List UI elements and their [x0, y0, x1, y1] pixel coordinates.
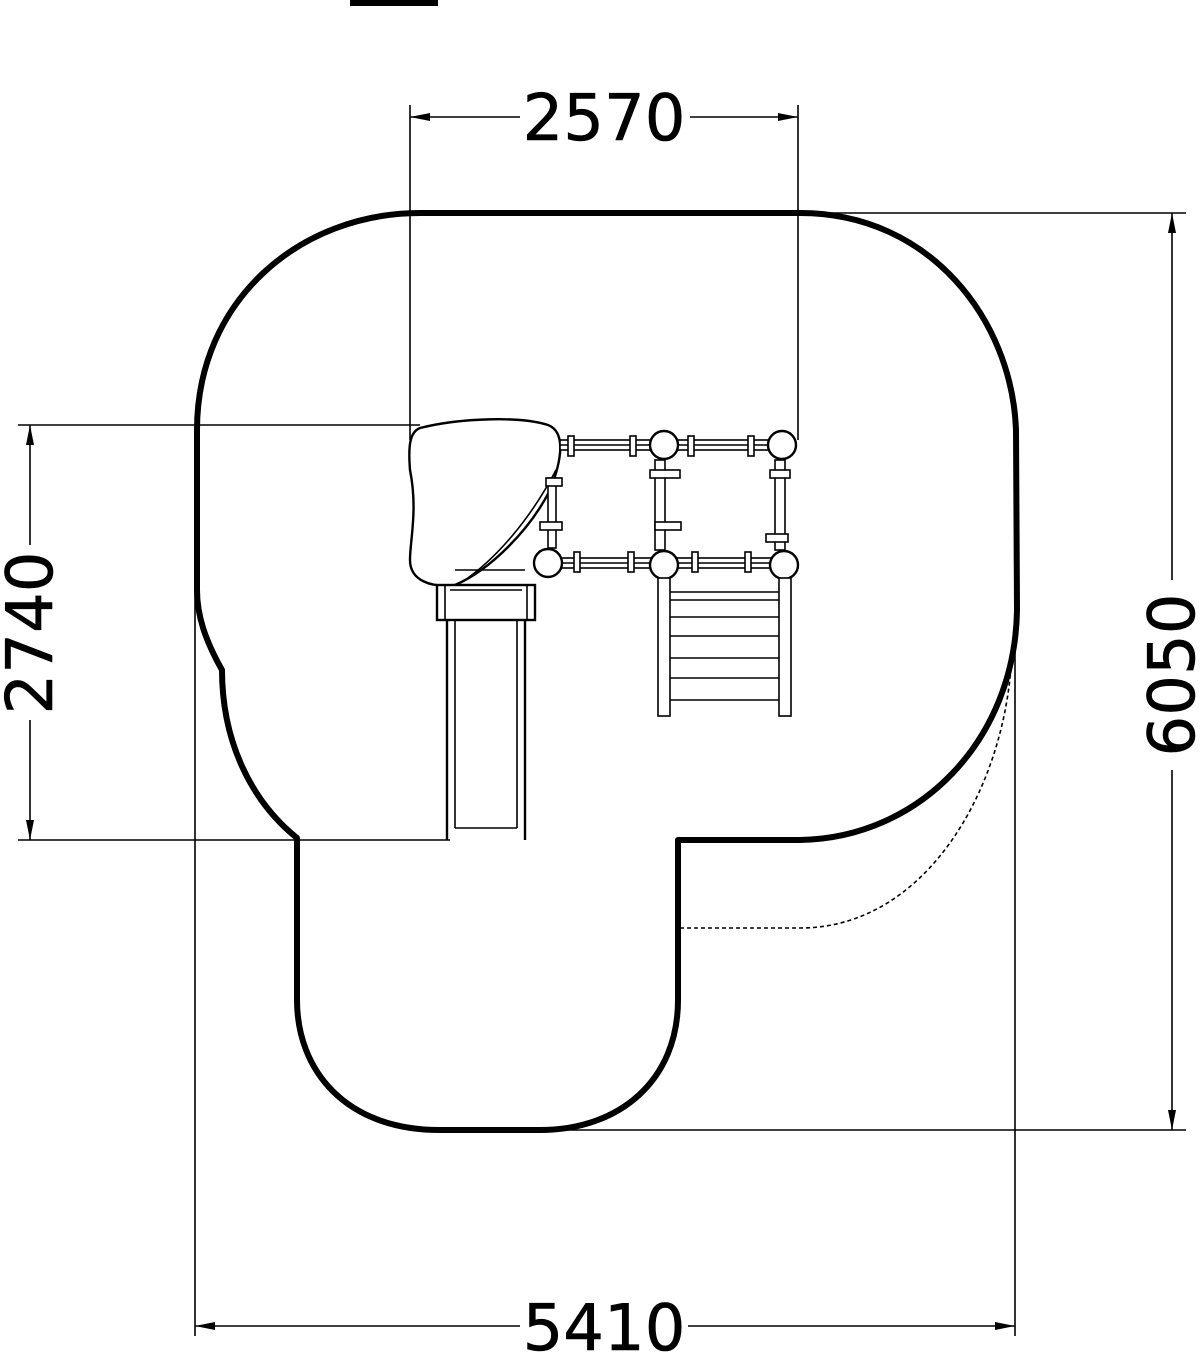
dimension-right: 6050: [540, 212, 1200, 1131]
dimension-left-label: 2740: [0, 552, 68, 715]
dimension-bottom: 5410: [194, 590, 1016, 1354]
ladder: [657, 577, 792, 717]
dimension-top-label: 2570: [523, 82, 686, 156]
dimension-left: 2740: [0, 424, 450, 841]
dimension-bottom-label: 5410: [523, 1292, 686, 1354]
safety-zone-outline: [194, 210, 1020, 1133]
posts: [532, 429, 800, 581]
roof-canopy: [408, 418, 562, 587]
dimension-right-label: 6050: [1136, 594, 1200, 757]
dimension-top: 2570: [409, 82, 799, 440]
slide: [435, 569, 537, 840]
slide-exit-zone-dashed: [680, 644, 1013, 929]
